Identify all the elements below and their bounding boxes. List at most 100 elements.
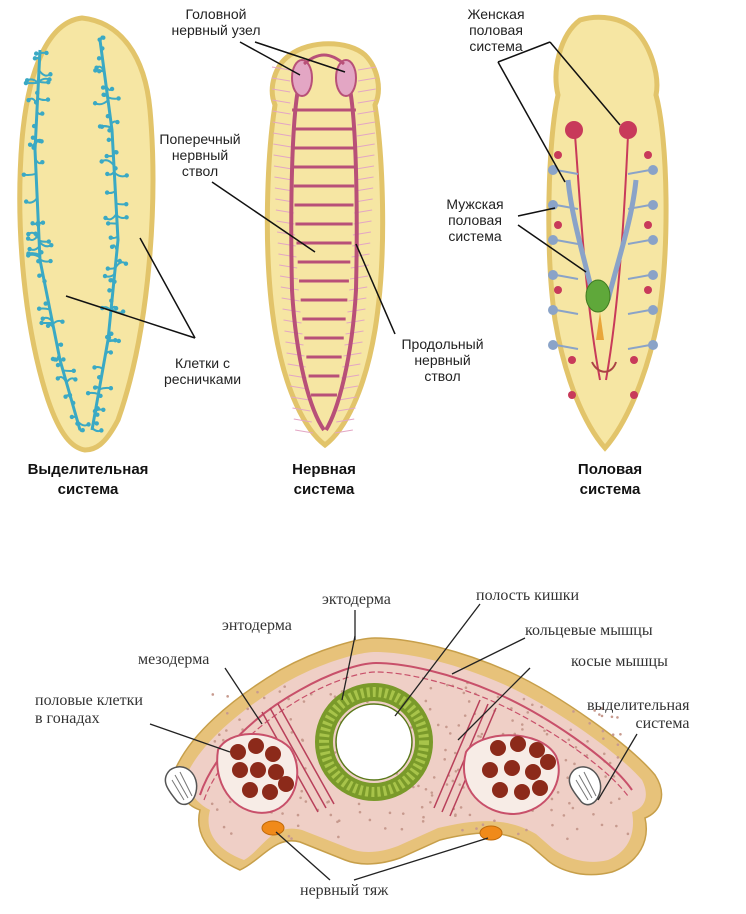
excretory-cell (106, 137, 111, 143)
label-mesoderm: мезодерма (138, 651, 210, 668)
excretory-cell (103, 215, 108, 221)
parenchyma-cell (358, 810, 362, 814)
excretory-cell (116, 96, 121, 101)
label-excretory-system-section: выделительная система (587, 697, 690, 732)
parenchyma-cell (540, 705, 543, 709)
parenchyma-cell (468, 813, 472, 817)
parenchyma-cell (602, 737, 605, 740)
parenchyma-cell (417, 784, 420, 788)
nervous-worm (264, 41, 386, 449)
right-ovary (619, 121, 637, 139)
parenchyma-cell (454, 814, 457, 818)
label-ectoderm: эктодерма (322, 591, 391, 608)
parenchyma-cell (611, 733, 615, 737)
parenchyma-cell (448, 732, 452, 735)
vitelline-gland (554, 151, 562, 159)
parenchyma-cell (566, 776, 570, 780)
parenchyma-cell (287, 697, 290, 701)
excretory-cell (113, 306, 119, 311)
label-germ-cells: половые клетки в гонадах (35, 692, 143, 727)
label-ring-muscles: кольцевые мышцы (525, 622, 653, 639)
parenchyma-cell (517, 832, 520, 836)
parenchyma-cell (571, 806, 575, 810)
label-longitudinal-trunk: Продольный нервный ствол (401, 336, 484, 384)
excretory-cell (108, 278, 113, 283)
parenchyma-cell (575, 827, 579, 831)
excretory-cell (58, 342, 64, 347)
parenchyma-cell (290, 837, 293, 840)
excretory-cell (96, 68, 102, 74)
parenchyma-cell (574, 745, 578, 749)
testis (648, 200, 658, 210)
top-leader-lines (65, 41, 621, 339)
excretory-cell (26, 97, 31, 103)
peripheral-nerve (355, 165, 375, 170)
parenchyma-cell (401, 812, 405, 815)
parenchyma-cell (296, 824, 300, 828)
parenchyma-cell (480, 732, 484, 736)
excretory-main-canal (90, 39, 120, 431)
reproductive-structures (548, 121, 658, 399)
parenchyma-cell (424, 787, 428, 791)
excretory-cell (108, 235, 113, 240)
vitelline-gland (568, 356, 576, 364)
peripheral-nerve (273, 143, 292, 148)
excretory-cell (95, 412, 100, 417)
parenchyma-cell (592, 812, 595, 816)
germ-cell (532, 780, 548, 796)
parenchyma-cell (436, 723, 440, 727)
excretory-cell (86, 422, 91, 427)
vitelline-gland (630, 391, 638, 399)
parenchyma-cell (333, 751, 337, 754)
parenchyma-cell (564, 758, 568, 762)
excretory-cell (92, 365, 97, 370)
excretory-cell (55, 362, 61, 368)
excretory-cell (123, 261, 129, 266)
germ-cell (232, 762, 248, 778)
excretory-cell (31, 145, 36, 150)
parenchyma-cell (296, 813, 300, 817)
parenchyma-cell (443, 758, 446, 761)
parenchyma-cell (420, 805, 424, 809)
right-flame-cell (568, 766, 602, 806)
parenchyma-cell (451, 779, 455, 783)
peripheral-nerve (273, 165, 293, 170)
testis (648, 305, 658, 315)
germ-cell (250, 762, 266, 778)
excretory-cell (73, 377, 78, 382)
testis (548, 340, 558, 350)
excretory-cell (112, 279, 117, 284)
parenchyma-cell (289, 718, 293, 721)
parenchyma-cell (569, 728, 573, 732)
parenchyma-cell (567, 738, 571, 742)
peripheral-nerve (280, 286, 299, 291)
parenchyma-cell (211, 693, 215, 696)
vitelline-gland (568, 391, 576, 399)
parenchyma-cell (608, 761, 612, 765)
parenchyma-cell (221, 738, 225, 742)
parenchyma-cell (479, 735, 482, 739)
excretory-cell (43, 301, 48, 306)
excretory-cell (71, 368, 76, 374)
parenchyma-cell (283, 685, 286, 688)
section-leader-lines (149, 603, 638, 881)
excretory-cell (40, 111, 45, 116)
caption-nervous-system: Нервная система (292, 461, 356, 498)
peripheral-nerve (291, 396, 310, 401)
excretory-cell (104, 190, 110, 195)
parenchyma-cell (573, 762, 576, 766)
excretory-cell (39, 250, 44, 255)
testis (648, 235, 658, 245)
vitelline-gland (630, 356, 638, 364)
parenchyma-cell (496, 695, 500, 699)
parenchyma-cell (475, 827, 478, 830)
parenchyma-cell (481, 823, 485, 827)
testis (548, 235, 558, 245)
ganglia-commissure (303, 53, 345, 66)
parenchyma-cell (230, 832, 233, 835)
parenchyma-cell (302, 700, 306, 703)
label-female-system: Женская половая система (467, 6, 525, 54)
excretory-cell (105, 266, 111, 271)
testis-duct (555, 169, 579, 175)
peripheral-nerve (357, 110, 376, 115)
